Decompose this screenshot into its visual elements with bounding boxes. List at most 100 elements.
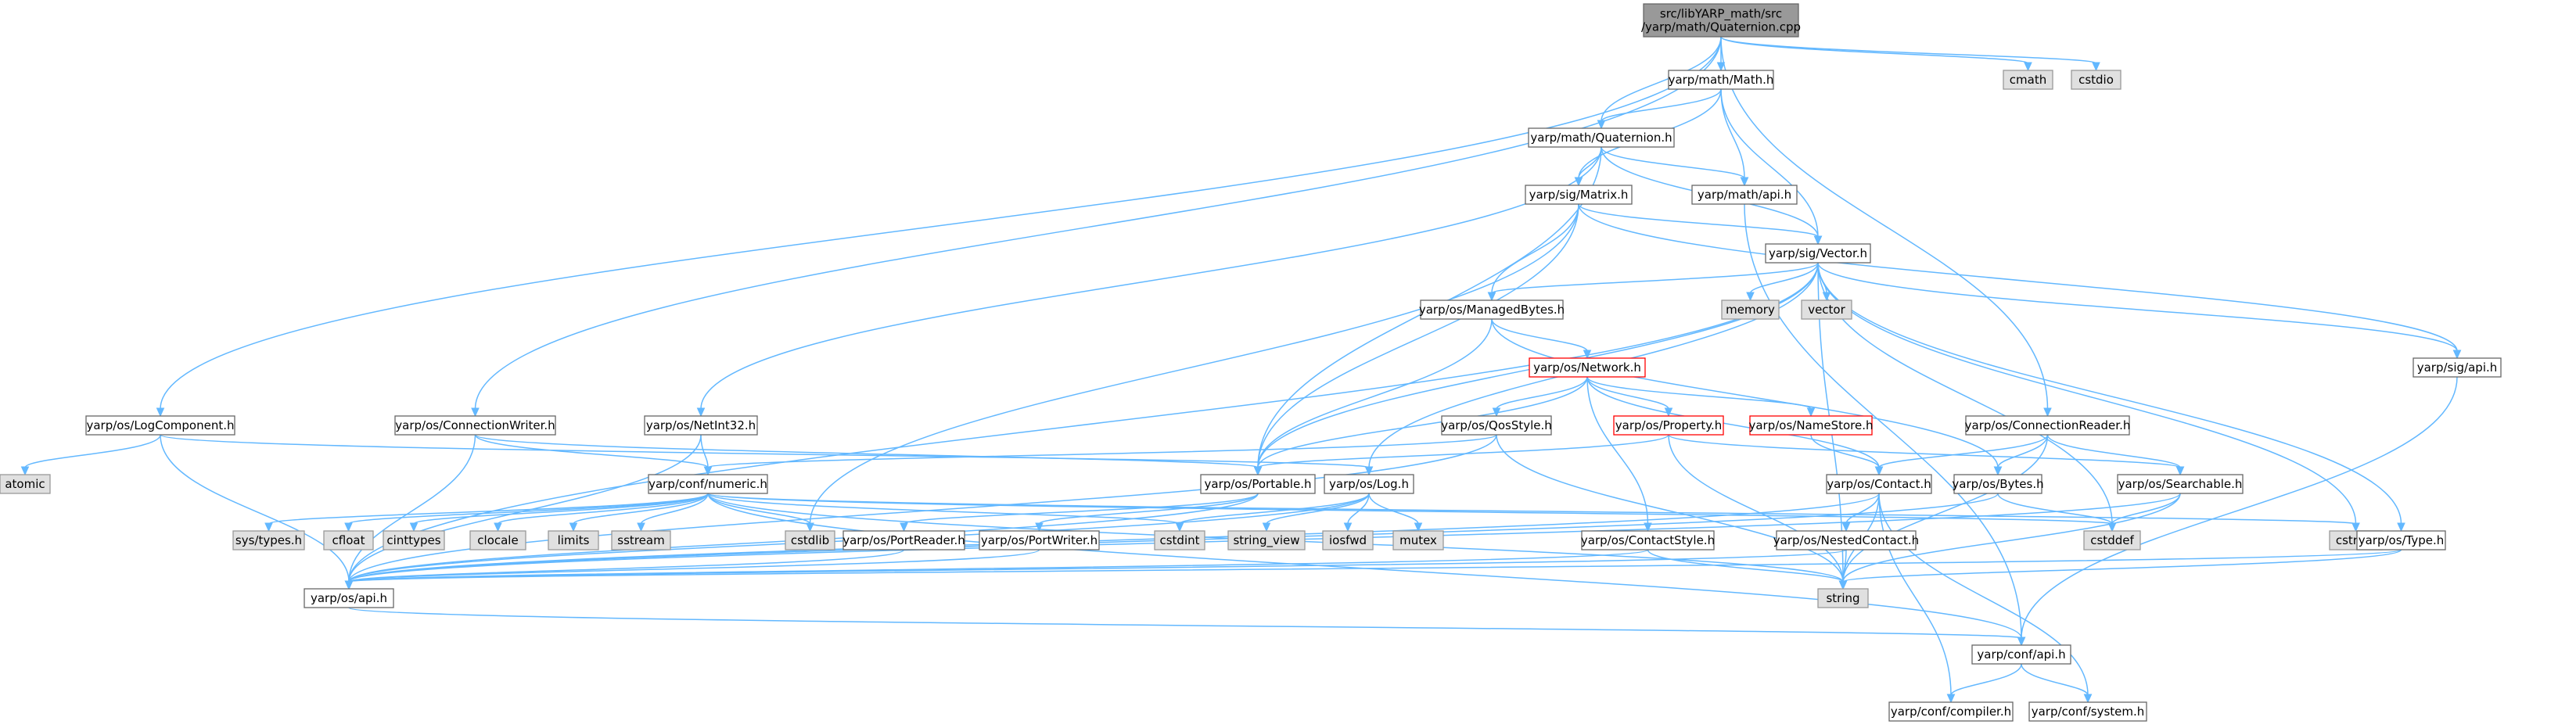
node-searchable-h[interactable]: yarp/os/Searchable.h: [2117, 474, 2244, 494]
node-network-h[interactable]: yarp/os/Network.h: [1529, 357, 1646, 378]
edge-arrowhead: [1644, 522, 1652, 533]
node-box: [1525, 185, 1633, 205]
node-cstdio: cstdio: [2071, 70, 2122, 90]
edge-line: [1668, 434, 1844, 583]
node-contactstyle-h[interactable]: yarp/os/ContactStyle.h: [1581, 530, 1715, 550]
node-limits: limits: [548, 530, 599, 550]
node-box: [842, 530, 965, 550]
edge-line: [1878, 434, 2049, 468]
edge-vector_h-to-vector: [1817, 262, 1831, 302]
edge-line: [1647, 549, 1844, 583]
edge-line: [1997, 434, 2049, 468]
edge-connectionwriter_h-to-portable_h: [474, 434, 1263, 476]
edge-arrowhead: [1838, 580, 1848, 590]
node-box: [979, 530, 1100, 550]
node-bytes-h[interactable]: yarp/os/Bytes.h: [1952, 474, 2044, 494]
node-logcomponent-h[interactable]: yarp/os/LogComponent.h: [85, 415, 235, 436]
edge-contact_h-to-compiler_h: [1878, 493, 1956, 704]
edge-contact_h-to-nestedcontact_h: [1841, 493, 1880, 533]
node-type-h[interactable]: yarp/os/Type.h: [2356, 530, 2446, 550]
node-label: cstdint: [1159, 533, 1199, 547]
node-label: limits: [558, 533, 590, 547]
node-property-h[interactable]: yarp/os/Property.h: [1613, 415, 1724, 436]
node-box: [2083, 530, 2141, 550]
node-system-h[interactable]: yarp/conf/system.h: [2028, 701, 2147, 722]
edge-line: [809, 203, 1579, 525]
node-numeric-h[interactable]: yarp/conf/numeric.h: [648, 474, 768, 494]
node-connectionwriter-h[interactable]: yarp/os/ConnectionWriter.h: [394, 415, 556, 436]
node-label: yarp/os/LogComponent.h: [86, 418, 234, 432]
edge-line: [268, 493, 709, 525]
edge-network_h-to-contactstyle_h: [1586, 376, 1652, 533]
node-contact-h[interactable]: yarp/os/Contact.h: [1826, 474, 1932, 494]
edge-osapi_h-to-confapi_h: [348, 607, 2026, 647]
edge-arrowhead: [1740, 177, 1749, 187]
node-connectionreader-h[interactable]: yarp/os/ConnectionReader.h: [1965, 415, 2131, 436]
edge-arrowhead: [1343, 522, 1353, 533]
edge-managedbytes_h-to-bytes_h: [1491, 318, 2003, 476]
node-vector: vector: [1801, 299, 1852, 320]
node-label: cmath: [2010, 73, 2046, 87]
node-netint32-h[interactable]: yarp/os/NetInt32.h: [644, 415, 758, 436]
node-label: yarp/os/api.h: [311, 591, 387, 605]
node-label: cstdlib: [791, 533, 829, 547]
edge-arrowhead: [471, 407, 480, 418]
node-box: [648, 474, 768, 494]
edge-line: [348, 549, 1649, 583]
edge-line: [2021, 663, 2089, 696]
node-box: [1200, 474, 1316, 494]
node-label: clocale: [477, 533, 518, 547]
edge-line: [2046, 434, 2181, 468]
edge-line: [2021, 376, 2458, 639]
edge-arrowhead: [2043, 407, 2052, 418]
edge-arrowhead: [2024, 62, 2032, 72]
edge-line: [160, 434, 1370, 468]
edge-line: [1601, 88, 1722, 122]
node-nestedcontact-h[interactable]: yarp/os/NestedContact.h: [1773, 530, 1919, 550]
edge-line: [1878, 493, 1952, 696]
node-box: [2356, 530, 2446, 550]
node-confapi-h[interactable]: yarp/conf/api.h: [1971, 644, 2071, 665]
edge-root-to-cmath: [1720, 36, 2032, 72]
node-managedbytes-h[interactable]: yarp/os/ManagedBytes.h: [1419, 299, 1565, 320]
edge-line: [707, 493, 2357, 525]
edge-line: [474, 434, 1259, 468]
edge-line: [1257, 203, 1579, 468]
edge-line: [1720, 36, 2097, 64]
edge-line: [1668, 434, 2181, 468]
edge-line: [700, 146, 1602, 410]
node-portreader-h[interactable]: yarp/os/PortReader.h: [842, 530, 965, 550]
edge-line: [707, 493, 1180, 525]
node-vector-h[interactable]: yarp/sig/Vector.h: [1765, 243, 1871, 264]
edge-arrowhead: [1841, 522, 1851, 533]
edge-numeric_h-to-cfloat: [344, 493, 709, 533]
node-log-h[interactable]: yarp/os/Log.h: [1324, 474, 1414, 494]
edge-line: [1491, 318, 1588, 352]
edge-log_h-to-mutex: [1368, 493, 1423, 533]
node-math-h[interactable]: yarp/math/Math.h: [1668, 70, 1774, 90]
node-box: [548, 530, 599, 550]
node-portwriter-h[interactable]: yarp/os/PortWriter.h: [979, 530, 1100, 550]
node-qosstyle-h[interactable]: yarp/os/QosStyle.h: [1441, 415, 1552, 436]
node-label: yarp/os/PortWriter.h: [981, 533, 1098, 547]
node-sigapi-h[interactable]: yarp/sig/api.h: [2413, 357, 2502, 378]
node-label: sstream: [617, 533, 664, 547]
node-compiler-h[interactable]: yarp/conf/compiler.h: [1888, 701, 2014, 722]
edge-line: [1720, 88, 1745, 179]
node-quaternion-h[interactable]: yarp/math/Quaternion.h: [1528, 127, 1675, 148]
node-osapi-h[interactable]: yarp/os/api.h: [304, 588, 394, 608]
node-namestore-h[interactable]: yarp/os/NameStore.h: [1748, 415, 1874, 436]
node-matrix-h[interactable]: yarp/sig/Matrix.h: [1525, 185, 1633, 205]
node-box: [2028, 701, 2147, 722]
node-string: string: [1817, 588, 1869, 608]
node-mathapi-h[interactable]: yarp/math/api.h: [1691, 185, 1798, 205]
node-box: [1953, 474, 2042, 494]
node-label: yarp/os/Log.h: [1329, 477, 1409, 491]
node-label: yarp/math/Quaternion.h: [1530, 131, 1672, 145]
node-portable-h[interactable]: yarp/os/Portable.h: [1200, 474, 1316, 494]
node-label: yarp/os/Property.h: [1615, 418, 1722, 432]
node-label: yarp/math/api.h: [1698, 188, 1791, 202]
node-label: atomic: [5, 477, 45, 491]
edge-arrowhead: [1574, 177, 1583, 187]
